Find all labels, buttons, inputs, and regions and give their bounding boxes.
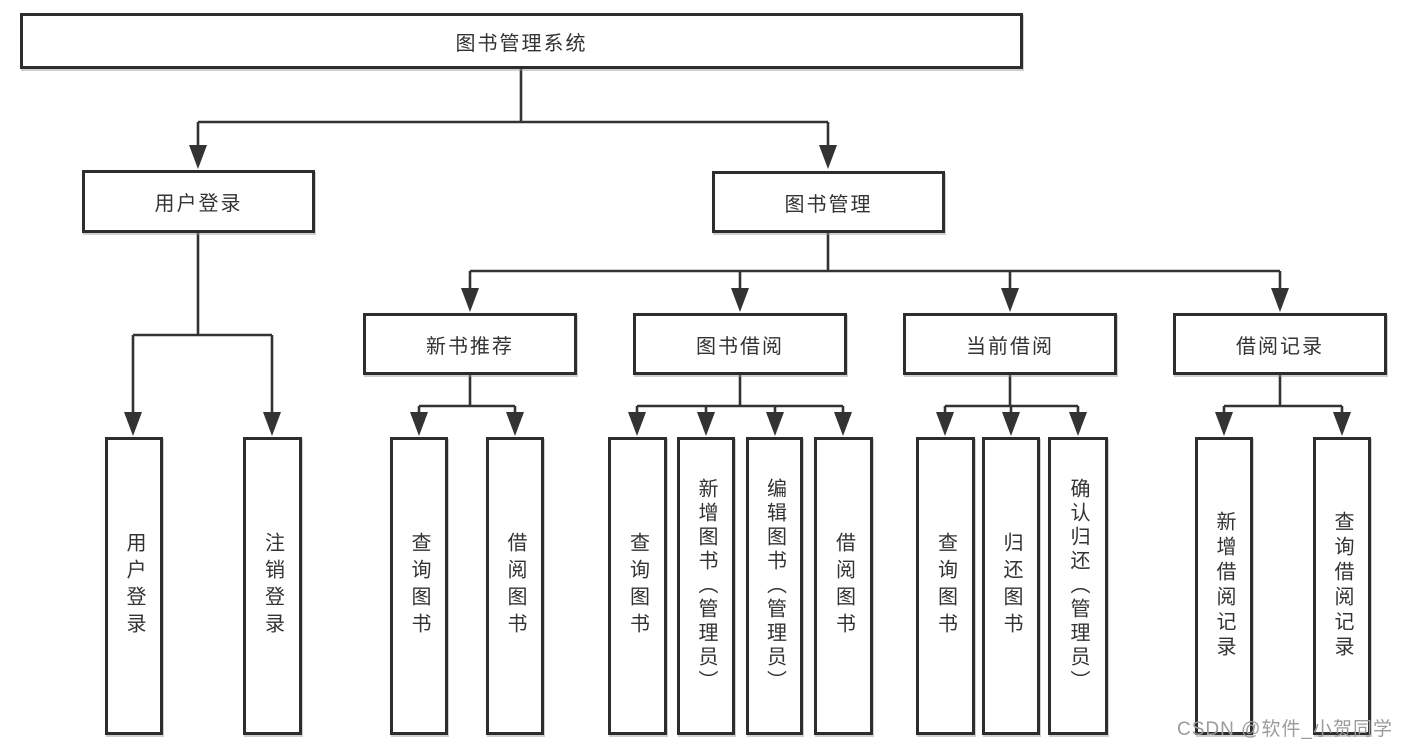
node-library-management-system: 图书管理系统 [20, 13, 1023, 69]
leaf-label: 借阅图书 [832, 532, 855, 640]
leaf-label: 编辑图书（管理员） [763, 478, 786, 694]
leaf-label: 用户登录 [123, 532, 145, 640]
node-logout: 注销登录 [243, 437, 302, 735]
node-book-management-branch: 图书管理 [712, 171, 945, 233]
node-query-books-current: 查询图书 [916, 437, 975, 735]
tree-edges [131, 69, 1344, 416]
leaf-label: 查询图书 [934, 532, 957, 640]
arrowhead [506, 412, 524, 436]
node-user-login-action: 用户登录 [105, 437, 163, 735]
arrowhead [263, 412, 281, 436]
leaf-label: 新增借阅记录 [1213, 511, 1235, 661]
leaf-label: 查询借阅记录 [1331, 511, 1353, 661]
arrowhead [1069, 412, 1087, 436]
node-edit-book-admin: 编辑图书（管理员） [746, 437, 803, 735]
arrowhead [731, 288, 749, 312]
node-user-login-branch: 用户登录 [82, 170, 315, 233]
arrowhead [124, 412, 142, 436]
node-add-book-admin: 新增图书（管理员） [677, 437, 735, 735]
arrowhead [936, 412, 954, 436]
arrowhead [1001, 288, 1019, 312]
arrowhead [628, 412, 646, 436]
node-query-books-recommend: 查询图书 [390, 437, 448, 735]
arrowhead [1333, 412, 1351, 436]
arrowhead [461, 288, 479, 312]
node-return-books: 归还图书 [982, 437, 1040, 735]
leaf-label: 确认归还（管理员） [1067, 478, 1089, 694]
arrowhead [1271, 288, 1289, 312]
leaf-label: 查询图书 [626, 532, 649, 640]
node-current-borrowing: 当前借阅 [903, 313, 1117, 375]
arrowhead [1002, 412, 1020, 436]
node-book-borrowing: 图书借阅 [633, 313, 847, 375]
arrowhead [189, 145, 207, 169]
arrowhead [766, 412, 784, 436]
arrowhead [1215, 412, 1233, 436]
leaf-label: 新增图书（管理员） [695, 478, 717, 694]
node-borrow-books-borrowing: 借阅图书 [814, 437, 873, 735]
node-borrowing-records: 借阅记录 [1173, 313, 1387, 375]
node-confirm-return-admin: 确认归还（管理员） [1048, 437, 1108, 735]
node-new-book-recommend: 新书推荐 [363, 313, 577, 375]
arrowhead [697, 412, 715, 436]
arrowhead [819, 145, 837, 169]
leaf-label: 注销登录 [261, 532, 284, 640]
node-borrow-books-recommend: 借阅图书 [486, 437, 544, 735]
arrowhead [410, 412, 428, 436]
watermark: CSDN @软件_小贺同学 [1177, 719, 1393, 740]
leaf-label: 归还图书 [1000, 532, 1022, 640]
node-query-borrow-record: 查询借阅记录 [1313, 437, 1371, 735]
leaf-label: 借阅图书 [504, 532, 526, 640]
arrowhead [834, 412, 852, 436]
node-add-borrow-record: 新增借阅记录 [1195, 437, 1253, 735]
leaf-label: 查询图书 [408, 532, 430, 640]
node-query-books-borrowing: 查询图书 [608, 437, 667, 735]
